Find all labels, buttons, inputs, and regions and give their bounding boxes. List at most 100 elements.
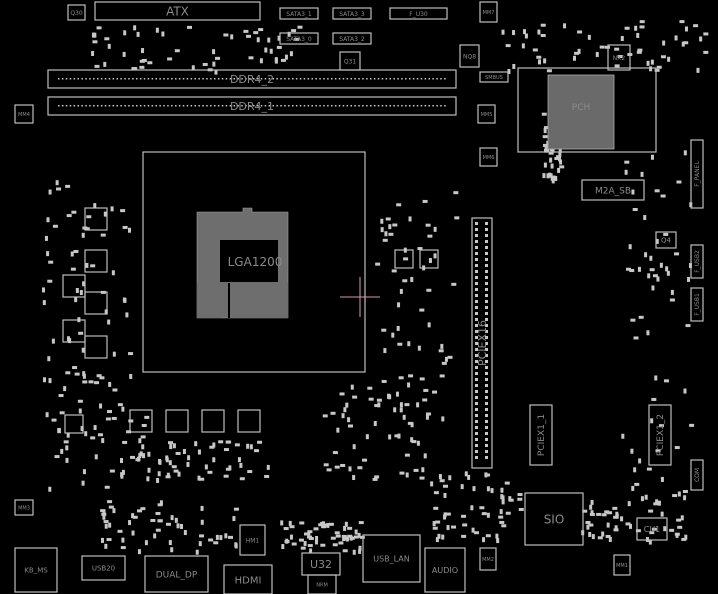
dimm-pin [280, 105, 282, 107]
passive-pad [287, 31, 291, 37]
pciex1-1-component[interactable]: PCIEX1_1 [529, 404, 553, 466]
hdmi-component[interactable]: HDMI [223, 564, 273, 594]
passive-pad [99, 376, 105, 380]
passive-pad [349, 536, 355, 540]
passive-pad [70, 267, 76, 271]
vrm-choke [84, 291, 108, 315]
ddr4-2-component[interactable]: DDR4_2 [47, 69, 457, 89]
pciex1-2-label: PCIEX1_2 [656, 414, 666, 456]
f-usb30-component[interactable]: F_U30 [389, 7, 448, 20]
dimm-pin [362, 105, 364, 107]
sio-component[interactable]: SIO [524, 492, 584, 546]
dimm-pin [377, 78, 380, 80]
dimm-pin [100, 78, 103, 80]
passive-pad [59, 411, 65, 415]
passive-pad [639, 20, 645, 24]
nrm-component[interactable]: NRM [307, 574, 337, 594]
kb-ms-component[interactable]: KB_MS [14, 547, 58, 593]
passive-pad [300, 546, 306, 550]
dimm-pin [315, 105, 317, 107]
dimm-pin [147, 78, 150, 80]
f-panel-component[interactable]: F_PANEL [690, 139, 704, 209]
atx-component[interactable]: ATX [94, 1, 261, 21]
sata3-2-component[interactable]: SATA3_2 [332, 32, 372, 45]
passive-pad [375, 262, 381, 266]
q31-label: Q31 [344, 58, 357, 65]
dimm-pin [221, 78, 224, 80]
audio-component[interactable]: AUDIO [424, 547, 466, 593]
f-usb30-outline [389, 7, 448, 20]
cu1-component[interactable]: CU1 [636, 517, 668, 541]
passive-pad [289, 534, 293, 540]
ddr4-1-component[interactable]: DDR4_1 [47, 96, 457, 116]
nx2-component[interactable]: NX2 [607, 44, 631, 71]
hm1-component[interactable]: HM1 [239, 524, 266, 556]
q4-component[interactable]: Q4 [655, 231, 677, 249]
q31-component[interactable]: Q31 [339, 51, 361, 71]
pcie-pin [485, 402, 488, 405]
passive-pad [246, 443, 250, 449]
passive-pad [637, 266, 641, 272]
pcie-pin [475, 432, 478, 435]
pch-chip[interactable]: PCH [517, 67, 657, 153]
passive-pad [604, 510, 610, 514]
smbus-component[interactable]: SMBUS [479, 71, 509, 83]
passive-pad [358, 521, 364, 525]
mm2-component[interactable]: MM2 [479, 547, 497, 571]
passive-pad [461, 534, 467, 538]
passive-pad [108, 381, 112, 387]
nq8-component[interactable]: NQ8 [459, 44, 480, 68]
sata3-1-component[interactable]: SATA3_1 [279, 7, 319, 20]
usb-lan-component[interactable]: USB_LAN [362, 534, 421, 583]
passive-pad [432, 390, 438, 394]
passive-pad [80, 426, 84, 432]
mm4-component[interactable]: MM4 [14, 104, 34, 124]
sata3-3-component[interactable]: SATA3_3 [332, 7, 372, 20]
sio-outline [524, 492, 584, 546]
mm6-component[interactable]: MM6 [479, 147, 498, 167]
passive-pad [660, 55, 666, 59]
dimm-pin [276, 105, 278, 107]
cpu-socket[interactable]: LGA1200 [142, 151, 366, 373]
nrm-label: NRM [316, 582, 328, 588]
passive-pad [277, 35, 281, 41]
usb20-component[interactable]: USB20 [81, 555, 126, 581]
passive-pad [103, 61, 107, 67]
passive-pad [352, 444, 356, 450]
passive-pad [51, 338, 55, 344]
passive-pad [496, 538, 500, 544]
passive-pad [574, 51, 580, 55]
com-component[interactable]: COM [690, 459, 704, 491]
passive-pad [280, 520, 284, 526]
passive-pad [546, 69, 552, 73]
passive-pad [421, 467, 425, 473]
pcie-pin [485, 318, 488, 321]
passive-pad [66, 214, 72, 218]
passive-pad [195, 549, 199, 555]
mm5-component[interactable]: MM5 [477, 104, 496, 124]
passive-pad [57, 427, 61, 433]
u32-component[interactable]: U32 [301, 552, 341, 576]
q30-component[interactable]: Q30 [67, 4, 86, 21]
mm3-component[interactable]: MM3 [14, 499, 34, 516]
passive-pad [558, 147, 562, 153]
mm7-component[interactable]: MM7 [479, 1, 498, 23]
dimm-pin [393, 105, 395, 107]
sata3-0-component[interactable]: SATA3_0 [279, 32, 319, 45]
passive-pad [479, 506, 485, 510]
passive-pad [232, 516, 236, 522]
passive-pad [393, 407, 397, 413]
dual-dp-component[interactable]: DUAL_DP [144, 555, 209, 593]
pciex16-component[interactable]: PCIEX16 [471, 217, 493, 469]
pciex1-2-component[interactable]: PCIEX1_2 [648, 404, 672, 466]
passive-pad [170, 547, 174, 553]
passive-pad [315, 535, 319, 541]
f-usb1-component[interactable]: F_USB1 [690, 287, 704, 322]
m2a-sb-component[interactable]: M2A_SB [581, 179, 645, 201]
mm1-label: MM1 [616, 563, 628, 569]
mm1-component[interactable]: MM1 [613, 554, 631, 576]
f-usb2-component[interactable]: F_USB2 [690, 244, 704, 279]
passive-pad [322, 414, 328, 418]
passive-pad [559, 165, 565, 169]
